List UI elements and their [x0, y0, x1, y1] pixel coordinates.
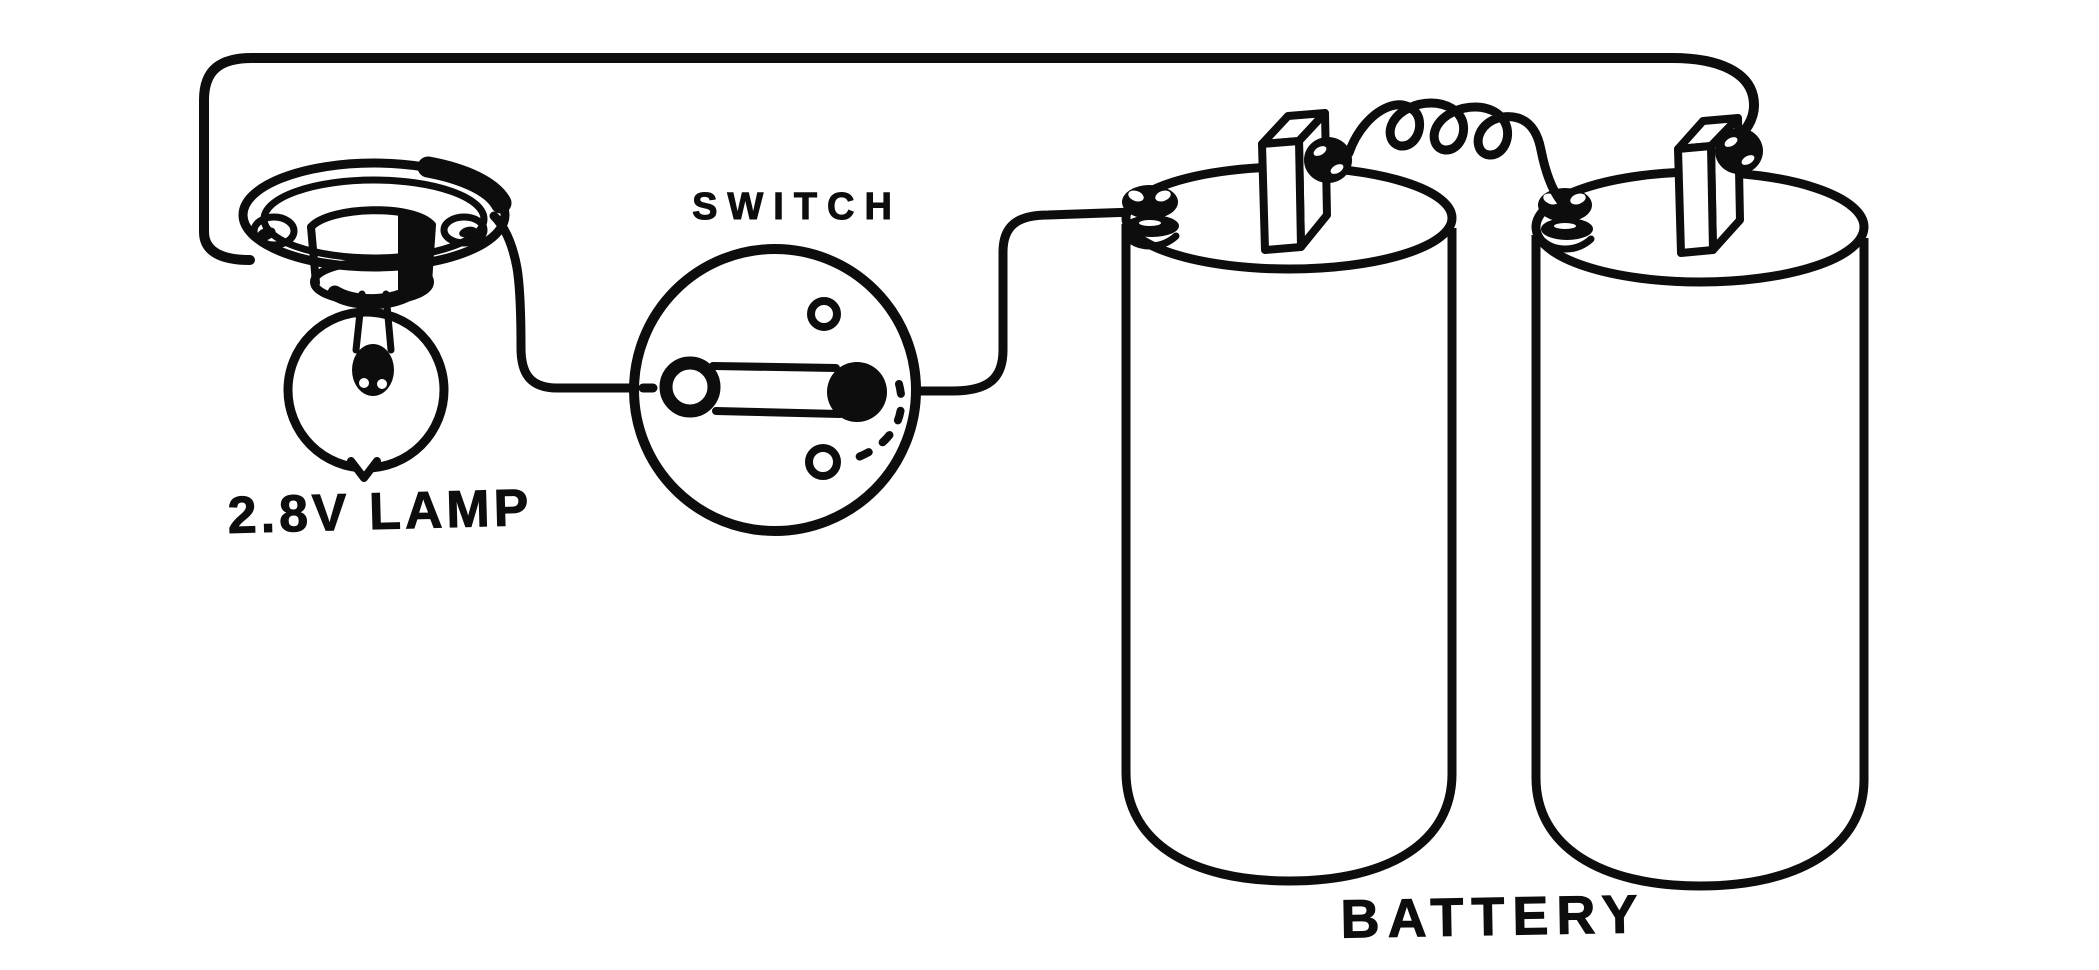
- terminal-nut-negative-2: [1538, 188, 1595, 253]
- wire-lamp-to-switch: [489, 211, 658, 393]
- battery-cell-1: [1121, 109, 1457, 886]
- mount-screw-hole-right: [440, 213, 488, 247]
- lamp-label: 2.8V LAMP: [226, 479, 534, 546]
- cell-body: [1121, 224, 1457, 886]
- light-bulb-icon: [283, 290, 449, 482]
- battery-label: BATTERY: [1339, 884, 1647, 950]
- terminal-nut-negative-1: [1122, 185, 1180, 250]
- filament-stem: [352, 344, 394, 396]
- contact-top: [807, 297, 841, 331]
- lever-arm-top: [709, 362, 840, 372]
- lamp-fixture: [238, 156, 512, 482]
- bulb-tip: [347, 457, 381, 482]
- terminal-nut-positive-1: [1304, 137, 1352, 183]
- coiled-wire: [1344, 98, 1565, 205]
- battery-cell-2: [1531, 114, 1869, 891]
- terminal-nut-positive-2: [1715, 128, 1763, 174]
- lever-pivot-ring: [659, 356, 721, 418]
- contact-bottom: [805, 444, 841, 480]
- mount-screw-hole-left: [250, 213, 298, 249]
- lamp-socket: [307, 206, 436, 310]
- base-shading: [417, 156, 512, 214]
- wire-top-run: [199, 53, 1759, 265]
- lever-travel-arc: [840, 380, 906, 465]
- carbon-plate-1: [1258, 109, 1331, 254]
- cell-body: [1531, 235, 1869, 891]
- lever-knob: [827, 362, 887, 422]
- wire-switch-to-battery: [911, 207, 1139, 396]
- switch-label: SWITCH: [692, 186, 902, 229]
- rotary-switch-icon: [629, 244, 921, 536]
- carbon-plate-2: [1674, 114, 1744, 257]
- lever-arm-bottom: [712, 407, 844, 418]
- socket-collar: [327, 284, 418, 310]
- switch-base: [629, 244, 921, 536]
